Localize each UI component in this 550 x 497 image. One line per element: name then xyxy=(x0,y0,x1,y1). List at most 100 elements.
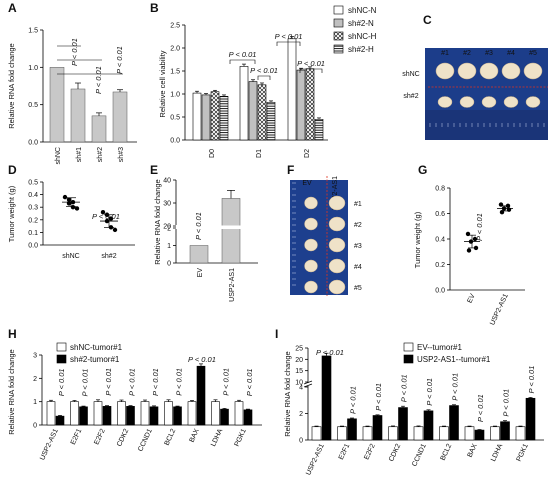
y-axis-label: Relative RNA fold change xyxy=(7,349,16,434)
p-value-annotation: P < 0.01 xyxy=(502,389,511,417)
tumor-specimen xyxy=(304,196,318,210)
bar xyxy=(112,91,128,143)
bar xyxy=(126,406,135,426)
p-value-annotation: P < 0.01 xyxy=(151,368,160,396)
tumor-specimen xyxy=(525,96,541,108)
photo-row-label: #4 xyxy=(354,264,362,271)
photo-ruler-area xyxy=(425,110,548,140)
bar xyxy=(314,119,324,141)
tumor-specimen xyxy=(304,238,318,252)
y-axis-label: Relative cell viability xyxy=(158,50,167,117)
y-tick-label: 0.6 xyxy=(435,211,445,218)
bar xyxy=(221,227,241,264)
y-tick-label: 4 xyxy=(299,385,303,392)
legend-label: USP2-AS1--tumor#1 xyxy=(417,355,491,364)
bar xyxy=(515,426,526,441)
bar xyxy=(91,115,107,143)
y-tick-label: 0.8 xyxy=(435,186,445,193)
p-value-annotation: P < 0.01 xyxy=(245,368,254,396)
y-tick-label: 2 xyxy=(33,376,37,383)
y-tick-label: 20 xyxy=(295,357,303,364)
y-tick-label: 0.4 xyxy=(435,237,445,244)
p-value-annotation: P < 0.01 xyxy=(115,46,124,74)
legend-swatch xyxy=(333,31,344,41)
x-tick-label: LDHA xyxy=(490,443,504,463)
x-tick-label: USP2-AS1 xyxy=(305,443,326,477)
photo-column-label: #4 xyxy=(507,50,515,57)
legend-swatch xyxy=(56,342,67,352)
p-value-annotation: P < 0.01 xyxy=(400,374,409,402)
bar xyxy=(201,94,211,141)
p-value-annotation: P < 0.01 xyxy=(527,366,536,394)
y-tick-label: 0.0 xyxy=(435,288,445,295)
y-tick-label: 1.0 xyxy=(28,65,38,72)
photo-row-label: #3 xyxy=(354,243,362,250)
x-tick-label: E2F1 xyxy=(70,428,83,446)
legend-swatch xyxy=(403,342,414,352)
photo-row-label: shNC xyxy=(402,71,420,78)
photo-column-label: #1 xyxy=(441,50,449,57)
bar xyxy=(398,407,408,441)
axis-break-mark xyxy=(303,380,313,385)
bar xyxy=(321,355,332,441)
bar xyxy=(210,91,220,141)
p-value-annotation: P < 0.01 xyxy=(57,368,66,396)
legend-label: EV--tumor#1 xyxy=(417,343,462,352)
y-tick-label: 0.0 xyxy=(170,138,180,145)
panel-letter-C: C xyxy=(423,13,432,27)
y-tick-label: 30 xyxy=(163,201,171,208)
y-tick-label: 1.5 xyxy=(28,28,38,35)
legend-swatch xyxy=(333,44,344,54)
bar xyxy=(93,401,103,426)
data-point xyxy=(472,236,478,242)
y-tick-label: 1 xyxy=(33,399,37,406)
x-tick-label: BAX xyxy=(189,428,201,444)
data-point xyxy=(74,206,80,211)
y-tick-label: 0.5 xyxy=(28,102,38,109)
x-tick-label: CDK2 xyxy=(388,443,402,463)
panel-letter-F: F xyxy=(287,163,294,177)
p-value-annotation: P < 0.01 xyxy=(70,38,79,66)
p-value-annotation: P < 0.01 xyxy=(81,369,90,397)
photo-column-label: #3 xyxy=(485,50,493,57)
photo-column-label: #2 xyxy=(463,50,471,57)
photo-column-label: EV xyxy=(302,180,312,187)
y-tick-label: 1.5 xyxy=(170,69,180,76)
y-tick-label: 0.2 xyxy=(435,262,445,269)
tumor-specimen xyxy=(304,259,318,273)
bar xyxy=(439,426,449,441)
photo-row-label: #5 xyxy=(354,285,362,292)
data-point xyxy=(466,248,472,253)
y-tick-label: 15 xyxy=(295,368,303,375)
bar xyxy=(211,401,220,426)
y-axis-label: Relative RNA fold change xyxy=(153,179,162,264)
x-tick-label: shNC xyxy=(62,253,80,260)
y-tick-label: 0 xyxy=(299,438,303,445)
bar xyxy=(49,67,65,143)
tumor-specimen xyxy=(304,217,318,231)
legend-label: shNC-H xyxy=(348,32,377,41)
p-value-annotation: P < 0.01 xyxy=(229,50,257,59)
y-tick-label: 0.5 xyxy=(28,180,38,187)
tumor-specimen xyxy=(328,279,346,295)
y-tick-label: 20 xyxy=(163,224,171,231)
tumor-specimen xyxy=(523,62,543,80)
tumor-specimen xyxy=(328,195,346,211)
x-tick-label: USP2-AS1 xyxy=(39,428,60,462)
p-value-annotation: P < 0.01 xyxy=(476,394,485,422)
bar xyxy=(305,68,315,141)
y-tick-label: 0.1 xyxy=(28,230,38,237)
y-tick-label: 2.5 xyxy=(170,23,180,30)
bar xyxy=(70,88,86,143)
tumor-specimen xyxy=(328,237,346,253)
x-tick-label: sh#2 xyxy=(101,253,116,260)
tumor-specimen xyxy=(459,96,475,108)
legend-label: shNC-N xyxy=(348,6,377,15)
x-tick-label: EV xyxy=(467,293,477,305)
bar xyxy=(164,401,173,426)
x-tick-label: shNC xyxy=(55,147,62,165)
significance-bracket xyxy=(257,75,271,80)
bar xyxy=(287,38,297,141)
